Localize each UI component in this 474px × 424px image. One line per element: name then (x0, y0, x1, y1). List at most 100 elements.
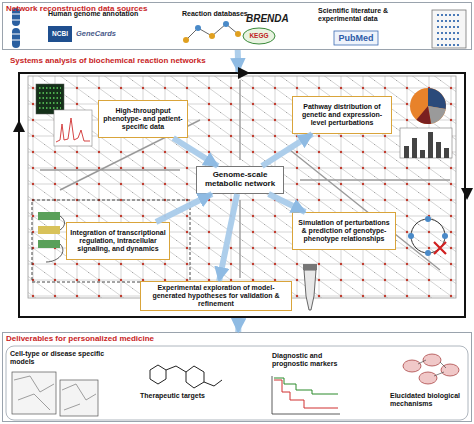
cycle-arrowhead (13, 67, 473, 200)
perturbation-network-icon (434, 242, 446, 254)
spectrum-plot (56, 118, 90, 142)
deliverable-label: Elucidated biological mechanisms (390, 392, 470, 408)
perturbation-network-icon (411, 219, 445, 253)
model-maps-icon (60, 380, 98, 416)
survival-curve-icon (272, 376, 340, 414)
plate-grid-icon (432, 10, 466, 48)
plate-grid-icon (437, 15, 461, 45)
network-map (40, 80, 450, 278)
bar-chart (420, 150, 425, 158)
perturbation-network-icon (442, 233, 448, 239)
box-text: Pathway distribution of genetic and expr… (296, 103, 388, 127)
bar-chart (428, 132, 433, 158)
logo-text: BRENDA (246, 13, 306, 25)
flow-arrow (173, 138, 218, 166)
deliverable-label: Therapeutic targets (140, 392, 230, 400)
cells-icon (418, 360, 446, 376)
integration-frame (32, 200, 190, 282)
model-maps-icon (62, 384, 96, 410)
source-label: Human genome annotation (48, 10, 158, 18)
source-label: Scientific literature & experimental dat… (318, 7, 426, 23)
gene-regulation-icon (38, 226, 60, 234)
reaction-graph-icon (183, 21, 241, 43)
box-text: Simulation of perturbations & prediction… (296, 219, 392, 243)
bar-chart (400, 128, 452, 158)
flow-arrow (235, 318, 241, 332)
deliverable-label: Diagnostic and prognostic markers (272, 352, 356, 368)
cycle-arrowhead (13, 120, 25, 132)
reaction-graph-icon (183, 37, 189, 43)
model-maps-icon (12, 372, 98, 416)
pubmed-logo (334, 31, 378, 45)
logo-text: KEGG (243, 32, 275, 39)
pie-chart (428, 88, 446, 109)
cycle-arrowhead (461, 188, 473, 200)
network-map (28, 76, 456, 298)
perturbation-network-icon (408, 233, 414, 239)
cells-icon (403, 360, 421, 372)
box-text: Integration of transcriptional regulatio… (70, 229, 166, 253)
perturbation-network-icon (408, 216, 448, 256)
flow-arrow (219, 194, 237, 281)
process-box: High-throughput phenotype- and patient-s… (98, 100, 188, 138)
process-box: Integration of transcriptional regulatio… (66, 222, 170, 260)
reaction-graph-icon (235, 31, 241, 37)
cycle-arrowhead (238, 67, 250, 79)
bar-chart (404, 146, 409, 158)
deliverables-band: Deliverables for personalized medicine (2, 332, 472, 422)
reaction-graph-icon (186, 24, 238, 40)
pipette-icon (303, 264, 317, 270)
reaction-graph-icon (223, 21, 229, 27)
pipette-icon (303, 264, 317, 310)
flow-arrow (262, 134, 312, 166)
model-maps-icon (12, 372, 56, 414)
microarray-image (39, 88, 61, 108)
ncbi-logo (48, 26, 72, 42)
process-box: Experimental exploration of model-genera… (140, 281, 292, 311)
pie-chart (416, 106, 431, 124)
box-text: Experimental exploration of model-genera… (144, 284, 288, 308)
gene-regulation-icon (38, 240, 60, 248)
microarray-image (36, 84, 64, 114)
pie-chart (410, 88, 446, 124)
ncbi-logo (48, 26, 72, 42)
analysis-frame: Systems analysis of biochemical reaction… (18, 72, 466, 318)
pie-chart (410, 88, 446, 124)
kegg-logo (243, 28, 275, 44)
pubmed-logo (334, 31, 378, 45)
perturbation-network-icon (425, 250, 431, 256)
bar-chart (412, 138, 417, 158)
source-band: Network reconstruction data sources (2, 2, 472, 50)
deliverables-frame (6, 346, 468, 420)
pie-chart (428, 106, 446, 124)
perturbation-network-icon (425, 216, 431, 222)
spectrum-plot (54, 110, 92, 146)
chromosome-icon (12, 8, 20, 48)
chromosome-icon (12, 14, 20, 40)
kegg-logo (243, 28, 275, 44)
plate-grid-icon (432, 10, 466, 48)
logo-text: NCBI (48, 30, 72, 37)
box-text: High-throughput phenotype- and patient-s… (102, 107, 184, 131)
bar-chart (400, 128, 452, 158)
reaction-graph-icon (195, 25, 201, 31)
gene-regulation-icon (38, 212, 65, 262)
survival-curve-icon (274, 380, 338, 408)
gene-regulation-icon (46, 216, 65, 262)
box-text: Genome-scale metabolic network (199, 171, 281, 189)
cells-icon (403, 354, 459, 384)
drug-structure-icon (150, 365, 222, 388)
integration-frame (32, 200, 190, 282)
drug-structure-icon (150, 365, 222, 388)
network-box: Genome-scale metabolic network (196, 166, 284, 194)
section-heading: Systems analysis of biochemical reaction… (10, 56, 206, 65)
flow-arrow (269, 194, 306, 212)
deliverable-label: Cell-type or disease specific models (10, 350, 106, 366)
reaction-graph-icon (209, 33, 215, 39)
process-box: Simulation of perturbations & prediction… (292, 212, 396, 250)
section-heading: Deliverables for personalized medicine (6, 334, 154, 343)
flow-arrow (235, 50, 242, 72)
process-box: Pathway distribution of genetic and expr… (292, 96, 392, 134)
